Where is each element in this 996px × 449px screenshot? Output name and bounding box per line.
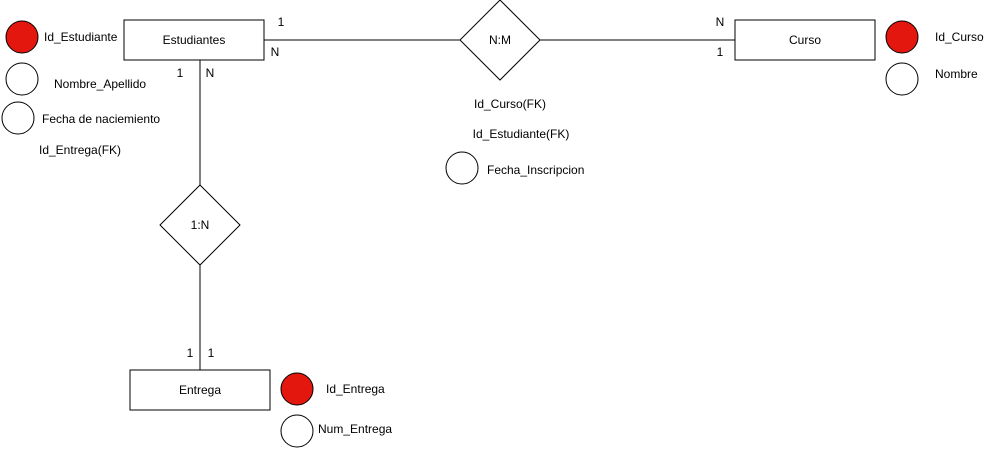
attribute-id-curso[interactable]: Id_Curso (885, 20, 984, 54)
cardinality-label: N (206, 66, 215, 80)
attribute-label: Fecha_Inscripcion (487, 163, 584, 177)
entity-curso[interactable]: Curso (734, 19, 876, 61)
key-attribute-circle (280, 372, 314, 406)
attribute-circle (5, 62, 39, 96)
cardinality-label: N (716, 15, 725, 29)
cardinality-label: 1 (208, 346, 215, 360)
entity-entrega-label: Entrega (179, 383, 221, 397)
attribute-id-entrega-fk: Id_Entrega(FK) (39, 143, 121, 157)
cardinality-label: 1 (177, 66, 184, 80)
cardinality-label: 1 (717, 45, 724, 59)
attribute-circle (445, 151, 479, 185)
attribute-label: Id_Entrega (326, 382, 385, 396)
attribute-id-estudiante[interactable]: Id_Estudiante (5, 20, 118, 54)
attribute-fecha-inscripcion[interactable]: Fecha_Inscripcion (445, 151, 584, 185)
attribute-label: Id_Curso (935, 30, 984, 44)
attribute-id-entrega[interactable]: Id_Entrega (280, 372, 385, 406)
attribute-circle (885, 62, 919, 96)
cardinality-label: 1 (278, 15, 285, 29)
attribute-circle (280, 414, 314, 448)
relationship-nm-label: N:M (489, 33, 511, 47)
attribute-fecha-nacimiento[interactable]: Fecha de naciemiento (1, 101, 160, 135)
relationship-1n-label: 1:N (191, 218, 210, 232)
attribute-label: Nombre (935, 67, 978, 81)
attribute-label: Id_Estudiante (44, 30, 118, 44)
key-attribute-circle (885, 20, 919, 54)
attribute-label: Fecha de naciemiento (42, 112, 160, 126)
attribute-id-curso-fk: Id_Curso(FK) (474, 97, 546, 111)
attribute-label: Nombre_Apellido (54, 77, 146, 91)
attribute-id-estudiante-fk: Id_Estudiante(FK) (473, 127, 570, 141)
relationship-1n[interactable]: 1:N (159, 184, 241, 266)
attribute-label: Num_Entrega (318, 422, 392, 436)
attribute-num-entrega[interactable]: Num_Entrega (280, 414, 392, 448)
entity-estudiantes[interactable]: Estudiantes (123, 19, 265, 61)
entity-entrega[interactable]: Entrega (129, 369, 271, 411)
key-attribute-circle (5, 20, 39, 54)
entity-estudiantes-label: Estudiantes (163, 33, 226, 47)
attribute-circle (1, 101, 35, 135)
cardinality-label: 1 (187, 346, 194, 360)
relationship-nm[interactable]: N:M (459, 0, 541, 81)
entity-curso-label: Curso (789, 33, 821, 47)
attribute-nombre-apellido[interactable]: Nombre_Apellido (5, 62, 146, 96)
cardinality-label: N (271, 45, 280, 59)
attribute-nombre[interactable]: Nombre (885, 62, 978, 96)
